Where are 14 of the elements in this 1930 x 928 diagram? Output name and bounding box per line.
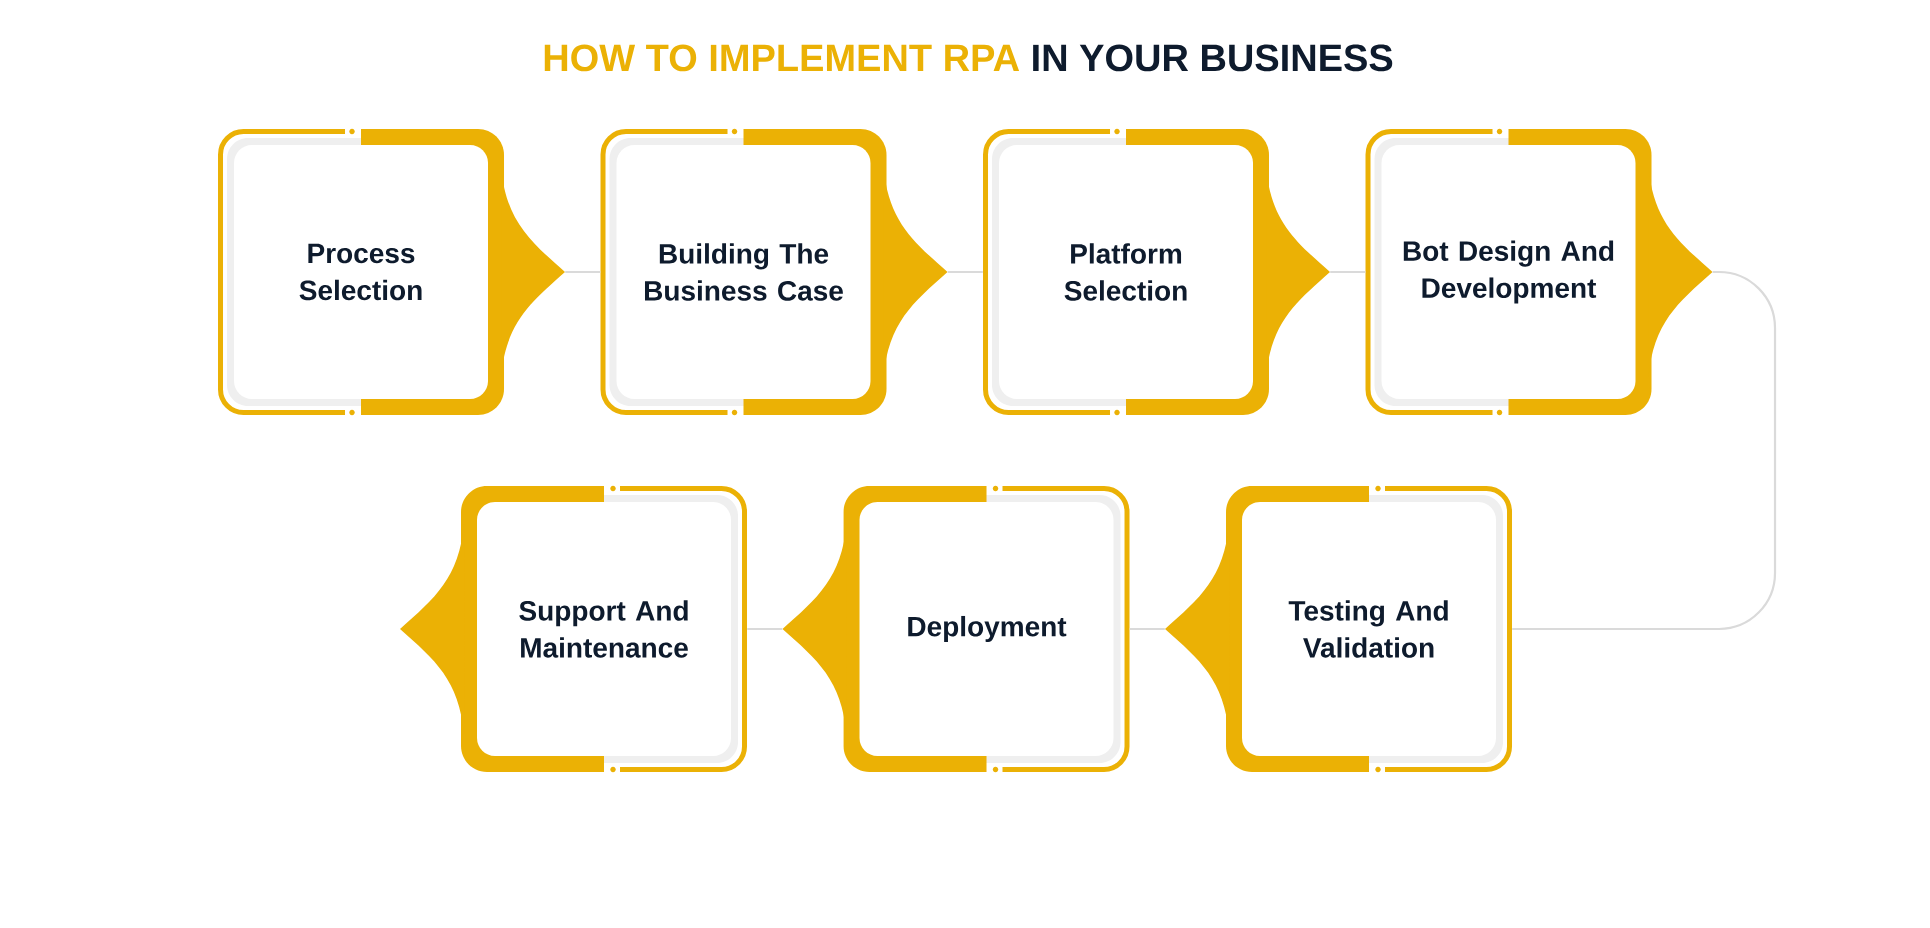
connector-line (1512, 270, 1777, 631)
process-box: Platform Selection (983, 128, 1330, 416)
connector-line (565, 270, 601, 274)
process-box: Testing And Validation (1165, 485, 1512, 773)
connector-line (947, 270, 983, 274)
connector-line (1129, 627, 1165, 631)
process-box: Deployment (782, 485, 1130, 773)
process-box: Bot Design And Development (1365, 128, 1713, 416)
connector-line (747, 627, 783, 631)
title: HOW TO IMPLEMENT RPA IN YOUR BUSINESS (544, 44, 1393, 72)
process-box: Building The Business Case (600, 128, 948, 416)
process-box: Process Selection (218, 128, 565, 416)
connector-line (1330, 270, 1366, 274)
process-box: Support And Maintenance (400, 485, 747, 773)
